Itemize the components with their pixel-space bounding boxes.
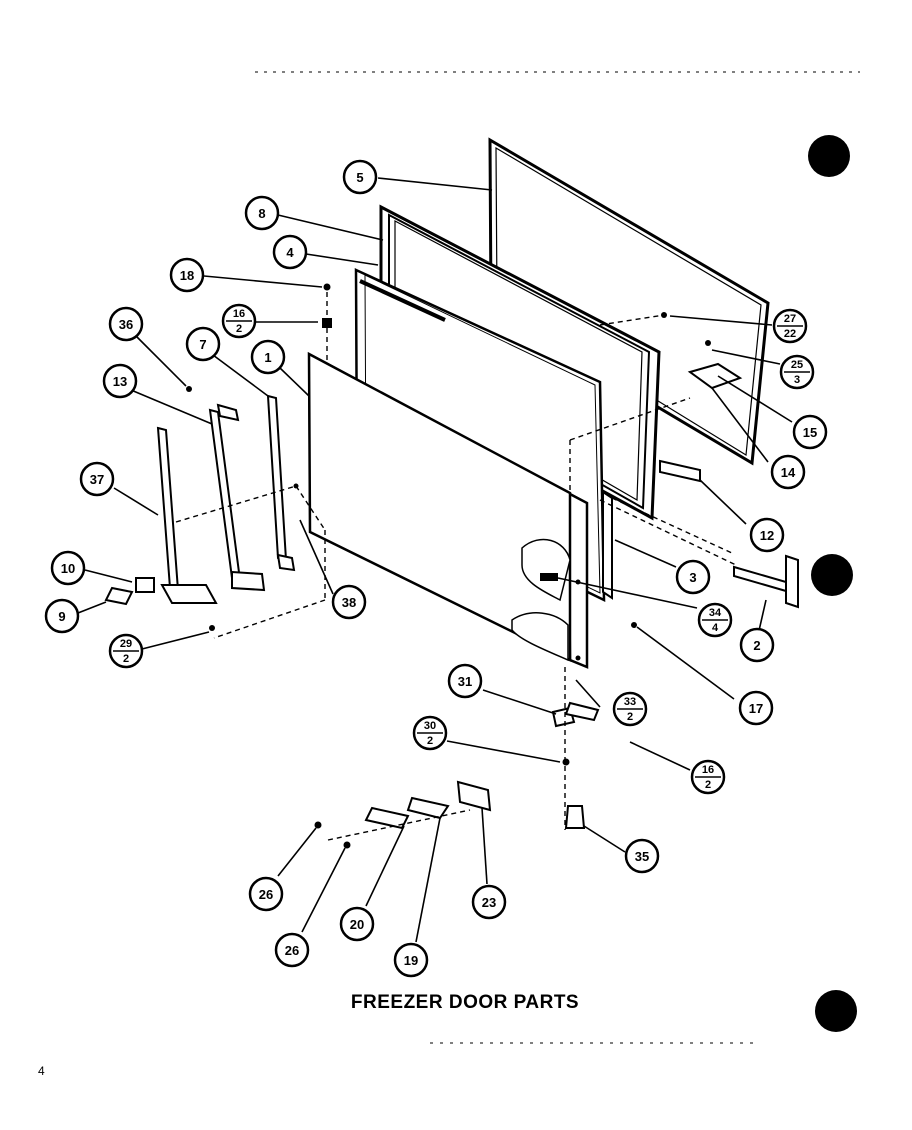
callout-19: 19	[393, 942, 429, 978]
callout-13: 13	[102, 363, 138, 399]
callout-16-2-upper: 16 2	[221, 303, 257, 339]
callout-14: 14	[770, 454, 806, 490]
svg-text:34: 34	[709, 607, 722, 619]
part-7-strip	[266, 394, 296, 572]
svg-text:13: 13	[113, 374, 127, 389]
svg-text:7: 7	[199, 337, 206, 352]
callout-12: 12	[749, 517, 785, 553]
svg-text:26: 26	[285, 943, 299, 958]
svg-text:1: 1	[264, 350, 271, 365]
callout-26-lower: 26	[274, 932, 310, 968]
svg-text:38: 38	[342, 595, 356, 610]
svg-text:8: 8	[258, 206, 265, 221]
screw-29	[209, 625, 215, 631]
svg-text:30: 30	[424, 720, 436, 732]
svg-text:2: 2	[427, 735, 433, 747]
binder-hole	[811, 554, 853, 596]
callout-8: 8	[244, 195, 280, 231]
svg-text:19: 19	[404, 953, 418, 968]
callout-18: 18	[169, 257, 205, 293]
part-5-panel	[488, 137, 770, 466]
part-2-hinge-bracket	[733, 554, 799, 609]
callout-26-upper: 26	[248, 876, 284, 912]
callout-36: 36	[108, 306, 144, 342]
callout-9: 9	[44, 598, 80, 634]
callout-4: 4	[272, 234, 308, 270]
callout-7: 7	[185, 326, 221, 362]
callout-23: 23	[471, 884, 507, 920]
page-number: 4	[38, 1064, 45, 1078]
svg-text:12: 12	[760, 528, 774, 543]
svg-text:23: 23	[482, 895, 496, 910]
callout-15: 15	[792, 414, 828, 450]
svg-text:17: 17	[749, 701, 763, 716]
diagram-caption: FREEZER DOOR PARTS	[350, 992, 580, 1013]
svg-text:4: 4	[286, 245, 294, 260]
callout-38: 38	[331, 584, 367, 620]
part-12-bracket	[659, 459, 701, 483]
svg-text:29: 29	[120, 638, 132, 650]
part-13-strip	[208, 403, 266, 592]
svg-text:3: 3	[794, 374, 800, 386]
svg-text:3: 3	[689, 570, 696, 585]
svg-text:15: 15	[803, 425, 817, 440]
callout-35: 35	[624, 838, 660, 874]
alignment-lines	[175, 292, 737, 841]
lower-hinge-parts	[314, 701, 600, 849]
callout-27-22: 27 22	[772, 308, 808, 344]
svg-text:33: 33	[624, 696, 636, 708]
callout-5: 5	[342, 159, 378, 195]
svg-text:27: 27	[784, 313, 796, 325]
svg-text:18: 18	[180, 268, 194, 283]
svg-text:10: 10	[61, 561, 75, 576]
svg-text:31: 31	[458, 674, 472, 689]
callout-1: 1	[250, 339, 286, 375]
svg-text:2: 2	[236, 323, 242, 335]
svg-text:26: 26	[259, 887, 273, 902]
svg-text:22: 22	[784, 328, 796, 340]
callout-34-4: 34 4	[697, 602, 733, 638]
svg-text:14: 14	[781, 465, 796, 480]
part-37-strip	[156, 426, 218, 604]
svg-text:35: 35	[635, 849, 649, 864]
callout-29-2: 29 2	[108, 633, 144, 669]
svg-text:2: 2	[705, 779, 711, 791]
part-9-plug	[104, 586, 134, 606]
binder-hole	[808, 135, 850, 177]
binder-hole	[815, 990, 857, 1032]
callout-25-3: 25 3	[779, 354, 815, 390]
svg-text:5: 5	[356, 170, 363, 185]
callout-2: 2	[739, 627, 775, 663]
callout-30-2: 30 2	[412, 715, 448, 751]
svg-text:20: 20	[350, 917, 364, 932]
callout-17: 17	[738, 690, 774, 726]
svg-text:36: 36	[119, 317, 133, 332]
svg-text:16: 16	[233, 308, 245, 320]
svg-text:2: 2	[627, 711, 633, 723]
callout-31: 31	[447, 663, 483, 699]
svg-text:9: 9	[58, 609, 65, 624]
callout-10: 10	[50, 550, 86, 586]
svg-text:25: 25	[791, 359, 803, 371]
svg-text:16: 16	[702, 764, 714, 776]
callout-20: 20	[339, 906, 375, 942]
svg-text:2: 2	[753, 638, 760, 653]
part-1-door-panel	[307, 351, 589, 669]
part-10-cap	[135, 577, 155, 593]
callout-33-2: 33 2	[612, 691, 648, 727]
svg-text:2: 2	[123, 653, 129, 665]
screw-17	[631, 622, 637, 628]
svg-text:37: 37	[90, 472, 104, 487]
svg-text:4: 4	[712, 622, 719, 634]
part-3-rail	[602, 490, 613, 600]
screw-36	[186, 386, 192, 392]
callout-16-2-lower: 16 2	[690, 759, 726, 795]
screw-18	[323, 283, 331, 291]
callout-3: 3	[675, 559, 711, 595]
callout-37: 37	[79, 461, 115, 497]
